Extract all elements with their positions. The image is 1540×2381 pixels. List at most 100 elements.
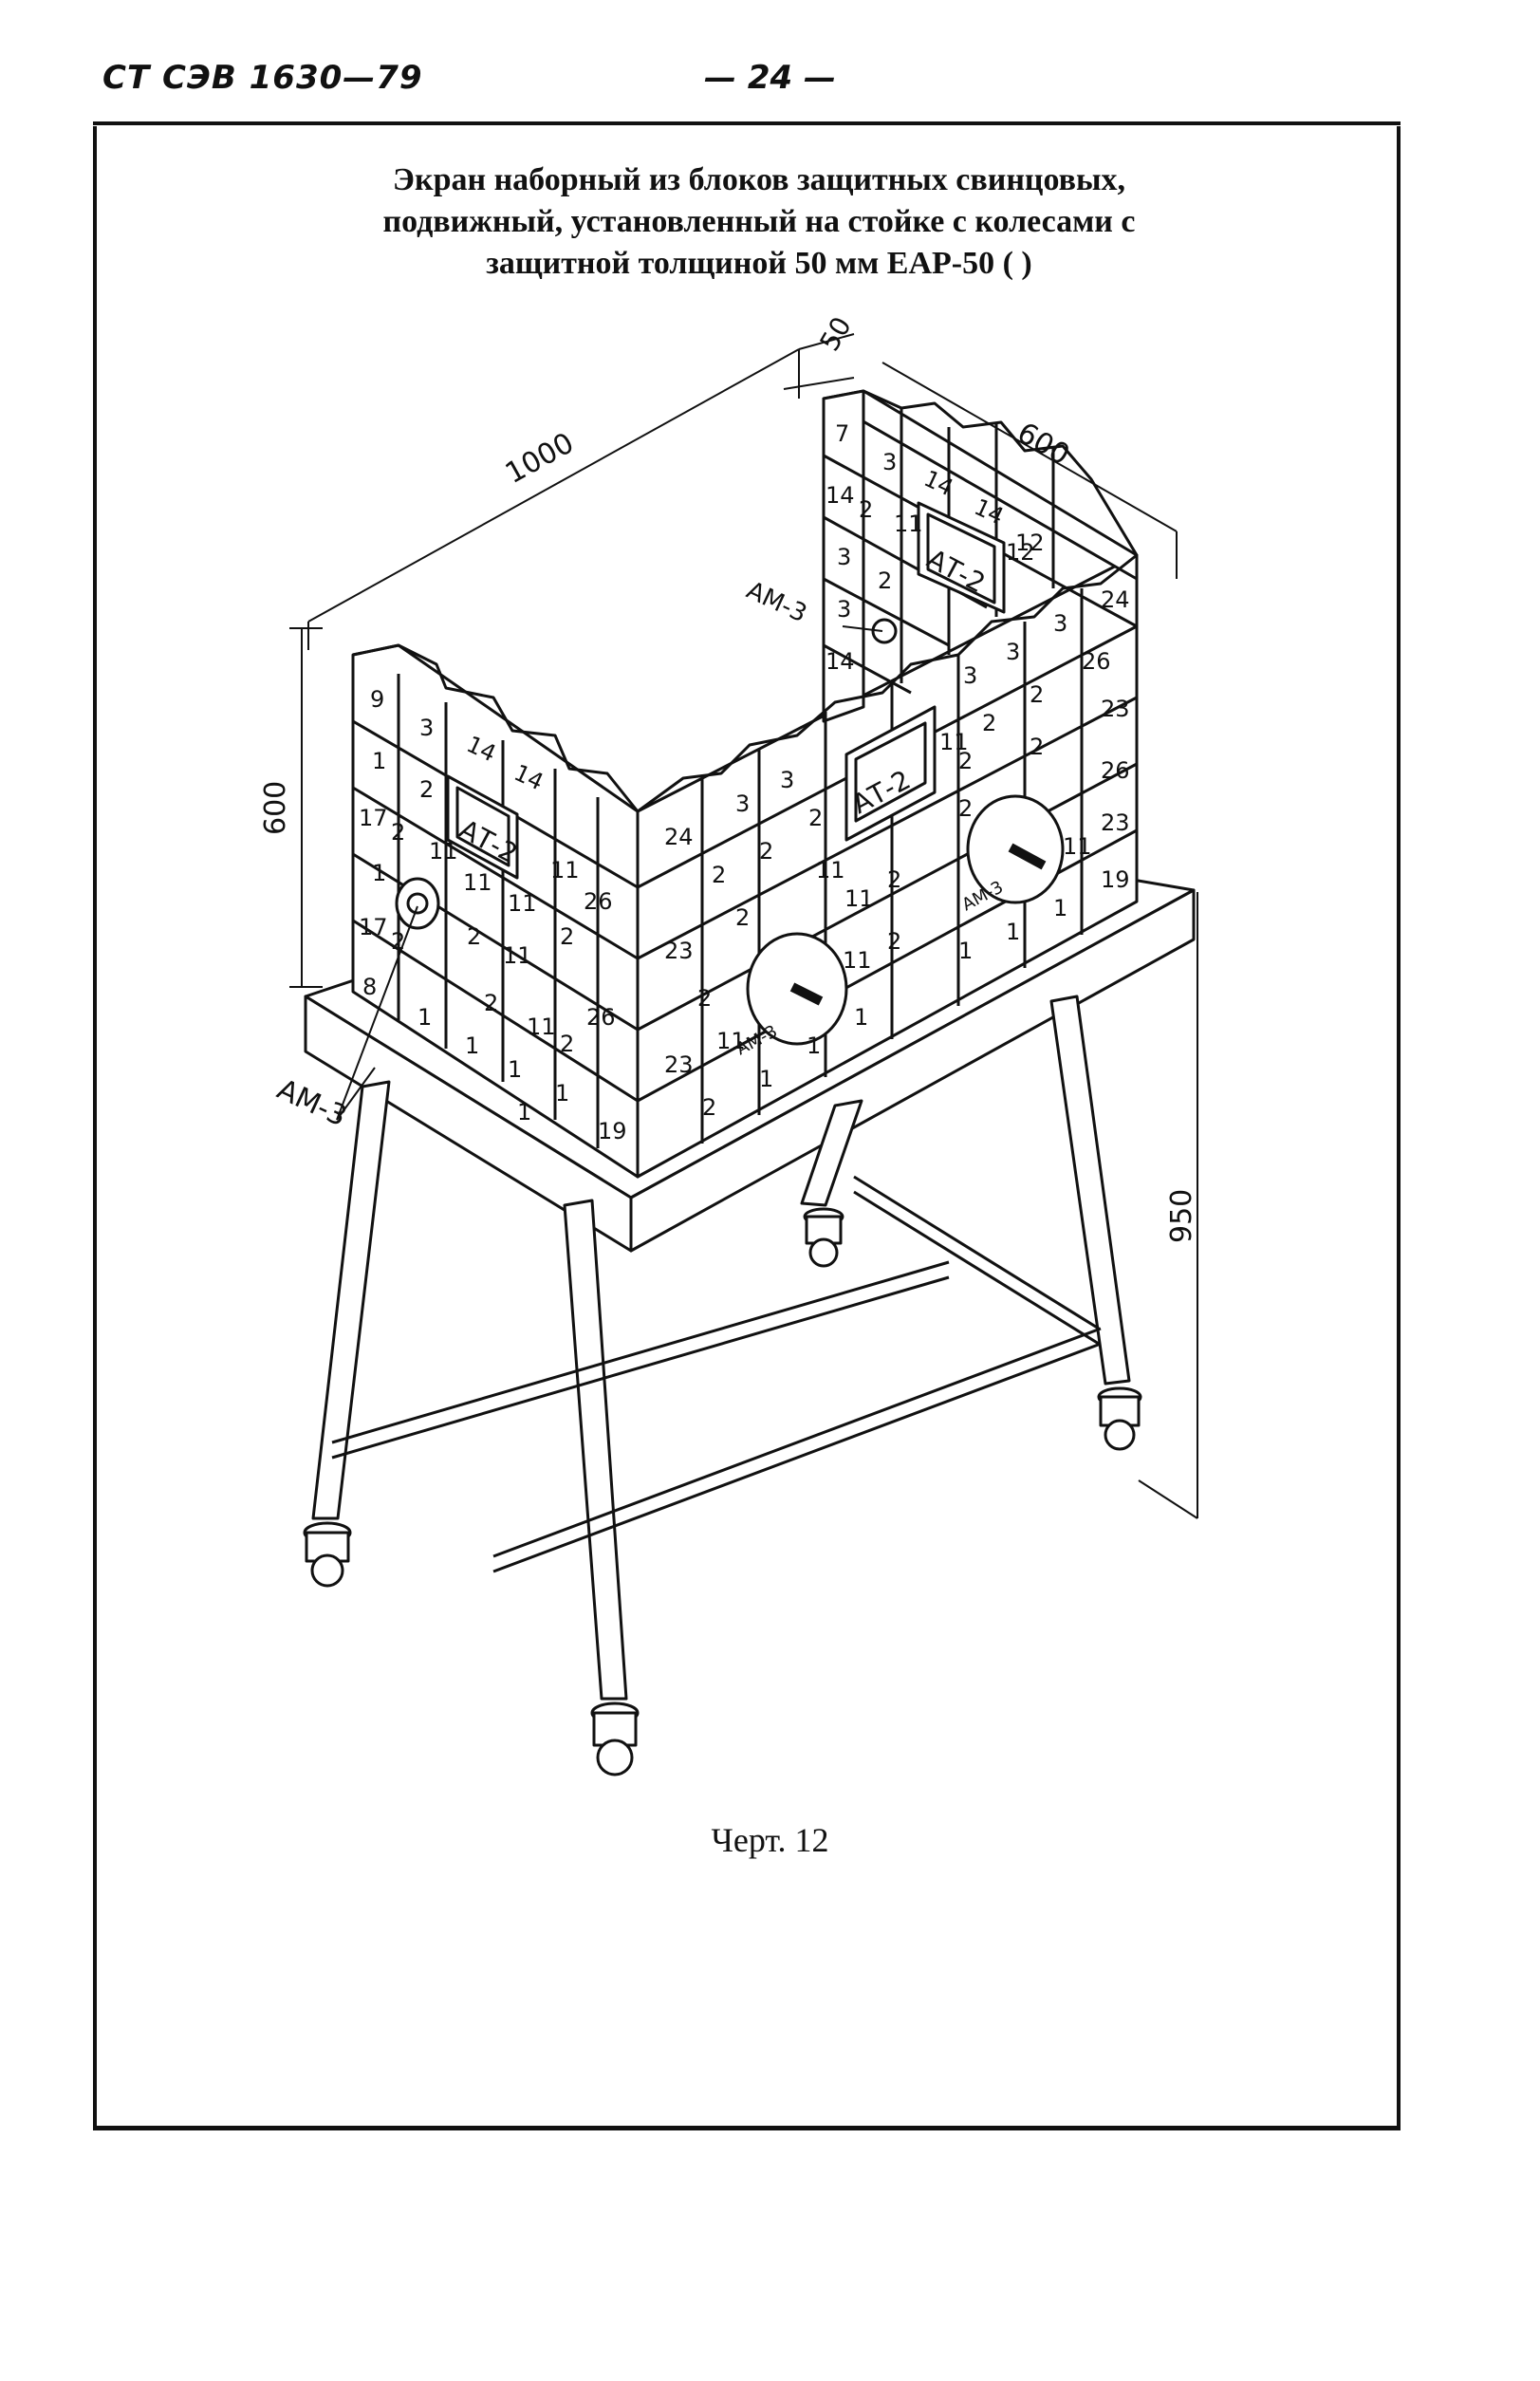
- block-number: 1: [517, 1099, 531, 1125]
- dim-depth-label: 600: [1011, 417, 1075, 473]
- block-number: 2: [391, 819, 405, 846]
- block-number: 11: [463, 869, 492, 896]
- block-number: 14: [510, 759, 547, 795]
- block-number: 8: [362, 974, 377, 1000]
- window-label-front: АТ-2: [847, 764, 916, 820]
- block-number: 2: [560, 1031, 574, 1057]
- block-number: 12: [1015, 530, 1045, 556]
- block-number: 1: [417, 1004, 432, 1031]
- block-number: 17: [359, 914, 388, 940]
- block-number: 3: [1006, 639, 1020, 665]
- manipulator-label-left: АМ-3: [272, 1073, 352, 1134]
- caster-wheels: [303, 1207, 1142, 1776]
- block-number: 7: [835, 420, 849, 447]
- block-number: 1: [807, 1032, 821, 1059]
- block-number: 11: [716, 1028, 746, 1054]
- block-number: 11: [527, 1014, 556, 1040]
- title-line-3: защитной толщиной 50 мм ЕАР-50 ( ): [486, 246, 1032, 281]
- block-number: 2: [391, 928, 405, 955]
- block-number: 2: [735, 904, 750, 931]
- frame-top-rule: [93, 121, 1401, 125]
- drawing-frame: [93, 126, 1401, 2130]
- block-number: 1: [465, 1032, 479, 1059]
- block-number: 2: [560, 923, 574, 950]
- block-number: 1: [958, 938, 973, 964]
- dim-height-label: 600: [259, 781, 292, 835]
- block-number: 1: [372, 860, 386, 886]
- block-number: 2: [887, 928, 901, 955]
- block-number: 3: [963, 662, 977, 689]
- block-number: 24: [664, 824, 694, 850]
- block-number: 14: [919, 465, 957, 501]
- block-number: 11: [508, 890, 537, 917]
- block-number: 2: [859, 496, 873, 523]
- dimension-lines: [289, 333, 1198, 1519]
- figure-caption: Черт. 12: [711, 1821, 829, 1859]
- left-wall-block-numbers: 9 3 14 14 1 2 17 2 11 1 11 11 11 26 17 2…: [359, 686, 627, 1144]
- title-line-1: Экран наборный из блоков защитных свинцо…: [392, 162, 1126, 197]
- block-number: 3: [735, 791, 750, 817]
- block-number: 3: [882, 449, 897, 475]
- block-number: 17: [359, 805, 388, 831]
- block-number: 26: [1101, 757, 1130, 784]
- block-number: 11: [843, 947, 872, 974]
- block-number: 1: [508, 1056, 522, 1083]
- block-number: 14: [826, 482, 855, 509]
- manipulators: [395, 618, 1065, 1046]
- block-number: 1: [854, 1004, 868, 1031]
- back-wall-block-numbers: 7 3 14 14 14 2 11 12 3 2 3 14: [826, 420, 1045, 675]
- figure-title: Экран наборный из блоков защитных свинцо…: [285, 159, 1234, 285]
- block-number: 11: [429, 838, 458, 865]
- block-number: 2: [419, 776, 434, 803]
- block-number: 1: [1006, 919, 1020, 945]
- block-number: 26: [1082, 648, 1111, 675]
- title-line-2: подвижный, установленный на стойке с кол…: [382, 204, 1136, 239]
- block-number: 11: [1063, 833, 1092, 860]
- block-number: 9: [370, 686, 384, 713]
- block-number: 19: [598, 1118, 627, 1144]
- block-number: 1: [1053, 895, 1067, 921]
- block-number: 2: [982, 710, 996, 736]
- block-number: 23: [664, 1051, 694, 1078]
- block-number: 2: [878, 567, 892, 594]
- block-number: 11: [550, 857, 580, 884]
- block-number: 26: [584, 888, 613, 915]
- block-number: 14: [462, 731, 500, 767]
- block-number: 2: [759, 838, 773, 865]
- block-number: 19: [1101, 866, 1130, 893]
- block-number: 2: [1030, 681, 1044, 708]
- block-number: 1: [555, 1080, 569, 1107]
- front-wall-block-numbers: 24 3 3 2 2 2 23 2 2 23 11 2 1 1 1 11 11 …: [664, 767, 901, 1121]
- block-number: 26: [586, 1004, 616, 1031]
- block-number: 11: [503, 942, 532, 969]
- block-number: 3: [837, 544, 851, 570]
- dim-thickness-label: 50: [813, 311, 857, 356]
- standard-code: СТ СЭВ 1630—79: [102, 59, 423, 97]
- block-number: 2: [467, 923, 481, 950]
- block-number: 3: [1053, 610, 1067, 637]
- frame-bottom-rule: [93, 2126, 1401, 2130]
- block-number: 2: [712, 862, 726, 888]
- block-number: 24: [1101, 586, 1130, 613]
- block-number: 2: [1030, 734, 1044, 760]
- block-number: 23: [664, 938, 694, 964]
- manipulator-label-right: АМ-3: [958, 877, 1006, 915]
- block-number: 3: [837, 596, 851, 623]
- block-number: 1: [759, 1066, 773, 1092]
- block-number: 11: [939, 729, 969, 755]
- block-number: 11: [844, 885, 874, 912]
- right-wall-block-numbers: 24 3 3 26 2 2 23 26 23 11 19 3 1 1 1 2 2…: [939, 539, 1130, 964]
- block-number: 2: [808, 805, 823, 831]
- dim-length-label: 1000: [500, 426, 580, 491]
- block-number: 3: [780, 767, 794, 793]
- stand-legs: [311, 995, 1131, 1701]
- block-number: 2: [887, 866, 901, 893]
- block-number: 23: [1101, 696, 1130, 722]
- block-number: 23: [1101, 809, 1130, 836]
- block-number: 1: [372, 748, 386, 774]
- block-number: 11: [894, 511, 923, 537]
- viewing-windows: [446, 501, 1006, 880]
- block-number: 2: [958, 748, 973, 774]
